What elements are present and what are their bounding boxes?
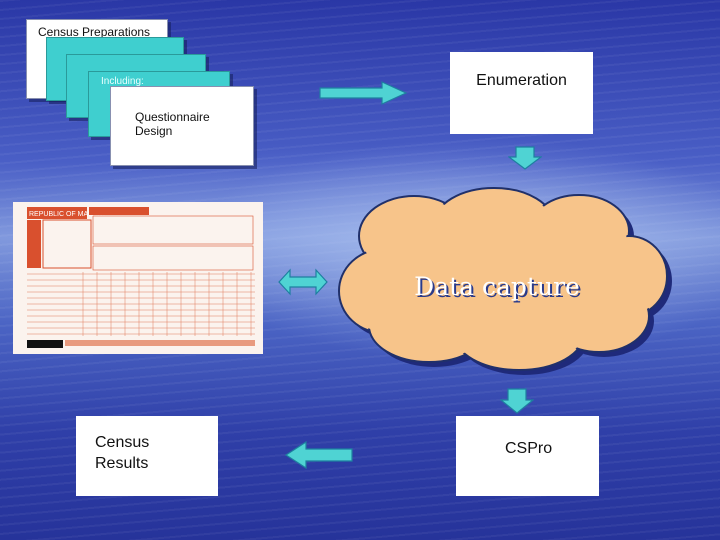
census-results-line2: Results xyxy=(95,455,149,472)
cspro-box: CSPro xyxy=(456,416,599,496)
questionnaire-form-image: REPUBLIC OF MALAWI xyxy=(13,202,263,354)
questionnaire-design-line1: Questionnaire xyxy=(135,110,210,124)
questionnaire-form-header: REPUBLIC OF MALAWI xyxy=(29,211,105,218)
including-label: Including: xyxy=(101,76,144,87)
data-capture-cloud xyxy=(338,187,672,375)
arrow-right-to-enumeration xyxy=(319,81,408,105)
questionnaire-design-card: Questionnaire Design xyxy=(110,86,254,166)
arrow-down-to-data-capture xyxy=(508,146,542,170)
arrow-left-to-census-results xyxy=(284,440,353,470)
census-results-line1: Census xyxy=(95,434,150,451)
enumeration-box: Enumeration xyxy=(450,52,593,134)
cspro-label: CSPro xyxy=(505,440,553,457)
data-capture-label: Data capture xyxy=(414,272,580,301)
arrow-down-to-cspro xyxy=(500,388,534,414)
arrow-double-form-data-capture xyxy=(278,268,328,296)
questionnaire-design-line2: Design xyxy=(135,124,173,138)
enumeration-label: Enumeration xyxy=(476,72,567,89)
census-preparations-title: Census Preparations xyxy=(38,25,151,39)
census-results-box: Census Results xyxy=(76,416,218,496)
